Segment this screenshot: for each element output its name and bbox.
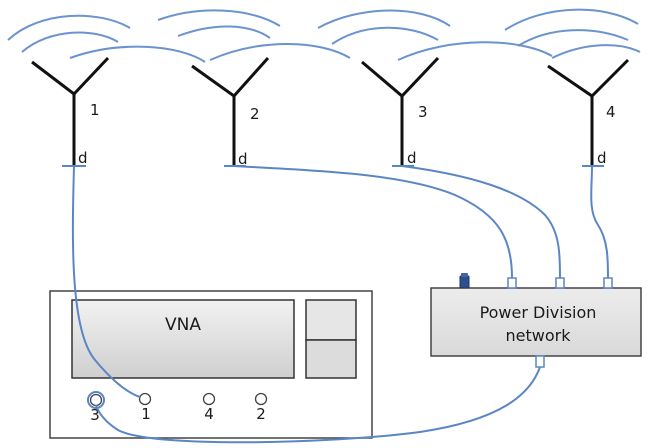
vna-port-label-4: 4 — [204, 405, 214, 423]
cable-antenna-4-to-pd — [590, 165, 609, 279]
cable-antenna-1-to-vna-port-1 — [71, 165, 141, 398]
vna-port-label-2: 2 — [256, 405, 266, 423]
port-3-cable-ring — [87, 391, 105, 409]
vna-port-1 — [138, 392, 152, 406]
power-division-label-line1: Power Division — [480, 303, 597, 322]
vna-port-4 — [202, 392, 216, 406]
vna-port-label-1: 1 — [141, 405, 151, 423]
wave-group-3 — [317, 9, 553, 61]
vna-panel-upper — [305, 299, 357, 341]
tap-label-1: d — [78, 149, 88, 167]
pd-connector-dark-cap — [461, 273, 468, 277]
antenna-4-number: 4 — [606, 103, 616, 121]
vna-title: VNA — [165, 315, 201, 335]
vna-instrument: VNA 3 1 4 2 — [49, 290, 373, 439]
pd-connector-b — [555, 277, 565, 289]
pd-connector-output — [535, 355, 545, 368]
pd-connector-c — [603, 277, 613, 289]
pd-connector-a — [507, 277, 517, 289]
antenna-2-number: 2 — [250, 105, 260, 123]
vna-port-3 — [89, 393, 103, 407]
tap-label-3: d — [407, 149, 417, 167]
tap-label-4: d — [597, 149, 607, 167]
cable-pd-to-vna-port-3 — [95, 366, 541, 444]
vna-panel-lower — [305, 339, 357, 379]
cable-antenna-3-to-pd — [401, 165, 561, 279]
wave-group-2 — [157, 9, 351, 61]
pd-connector-dark — [459, 275, 470, 289]
tap-label-2: d — [238, 150, 248, 168]
vna-port-2 — [254, 392, 268, 406]
vna-screen — [71, 299, 295, 379]
antenna-3-number: 3 — [418, 103, 428, 121]
wave-group-1 — [7, 14, 206, 63]
power-division-box — [430, 287, 642, 357]
antenna-4 — [547, 58, 630, 166]
wave-group-4 — [504, 8, 641, 59]
vna-port-label-3: 3 — [90, 406, 100, 424]
radiation-waves — [7, 8, 641, 63]
cables — [71, 165, 609, 444]
power-division-label-line2: network — [506, 326, 572, 345]
power-division-network: Power Division network — [430, 273, 642, 368]
cable-antenna-2-to-pd — [233, 165, 513, 279]
antenna-1 — [31, 56, 110, 166]
antenna-3 — [361, 56, 440, 166]
antenna-1-number: 1 — [90, 101, 100, 119]
antenna-2 — [191, 56, 270, 166]
